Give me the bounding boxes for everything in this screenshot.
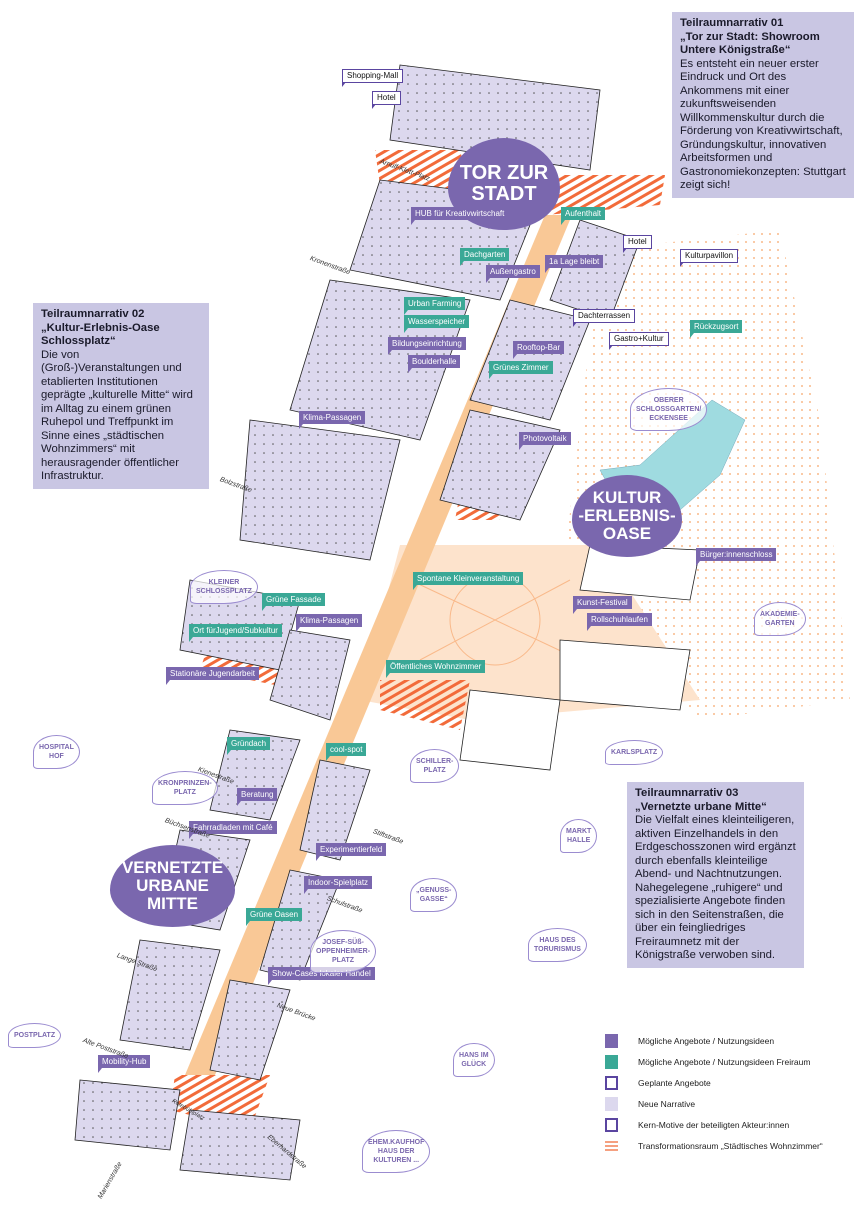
place-bubble: OBERER SCHLOSSGARTEN/ ECKENSEE <box>630 388 708 431</box>
idea-label[interactable]: Außengastro <box>486 265 540 283</box>
place-bubble: KLEINER SCHLOSSPLATZ <box>190 570 258 604</box>
open-space-label[interactable]: Urban Farming <box>404 297 466 315</box>
narrative-box-01: Teilraumnarrativ 01 „Tor zur Stadt: Show… <box>672 12 854 198</box>
open-space-label[interactable]: Wasserspeicher <box>404 315 470 333</box>
place-bubble: KRONPRINZEN- PLATZ <box>152 771 218 805</box>
idea-label[interactable]: Rooftop-Bar <box>513 341 565 359</box>
legend-item: Kern-Motive der beteiligten Akteur:innen <box>605 1114 823 1135</box>
narrative-subtitle: „Tor zur Stadt: Showroom Untere Königstr… <box>680 30 820 57</box>
place-bubble: JOSEF-SÜß- OPPENHEIMER- PLATZ <box>310 930 377 973</box>
place-bubble: AKADEMIE- GARTEN <box>754 602 806 636</box>
idea-label[interactable]: Stationäre Jugendarbeit <box>166 667 259 685</box>
narrative-text: Es entsteht ein neuer erster Eindruck un… <box>680 57 846 192</box>
narrative-text: Die von (Groß-)Veranstaltungen und etabl… <box>41 348 193 483</box>
narrative-subtitle: „Kultur-Erlebnis-Oase Schlossplatz“ <box>41 321 160 348</box>
idea-label[interactable]: Fahrradladen mit Café <box>189 821 277 839</box>
idea-label[interactable]: Klima-Passagen <box>299 411 366 429</box>
outline-square-icon <box>605 1117 618 1132</box>
place-bubble: SCHILLER- PLATZ <box>410 749 460 783</box>
legend-label: Mögliche Angebote / Nutzungsideen <box>638 1035 775 1046</box>
place-bubble: MARKT HALLE <box>560 819 598 853</box>
legend-label: Transformationsraum „Städtisches Wohnzim… <box>638 1140 823 1151</box>
legend-item: Transformationsraum „Städtisches Wohnzim… <box>605 1135 823 1156</box>
planned-label[interactable]: Hotel <box>623 235 652 253</box>
open-space-label[interactable]: Rückzugsort <box>690 320 743 338</box>
planned-label[interactable]: Gastro+Kultur <box>609 332 669 350</box>
idea-label[interactable]: Mobility-Hub <box>98 1055 151 1073</box>
legend-label: Neue Narrative <box>638 1098 696 1109</box>
legend-item: Neue Narrative <box>605 1093 823 1114</box>
place-bubble: EHEM.KAUFHOF HAUS DER KULTUREN ... <box>362 1130 431 1173</box>
idea-label[interactable]: Kunst-Festival <box>573 596 632 614</box>
idea-label[interactable]: HUB für Kreativwirtschaft <box>411 207 509 225</box>
place-bubble: KARLSPLATZ <box>605 740 664 765</box>
legend-item: Mögliche Angebote / Nutzungsideen <box>605 1030 823 1051</box>
purple-flag-icon <box>605 1033 618 1048</box>
legend-label: Geplante Angebote <box>638 1077 711 1088</box>
legend-item: Geplante Angebote <box>605 1072 823 1093</box>
place-bubble: HAUS DES TORURISMUS <box>528 928 587 962</box>
open-space-label[interactable]: Grüne Fassade <box>262 593 326 611</box>
narrative-title: Teilraumnarrativ 02 <box>41 308 145 320</box>
narrative-text: Die Vielfalt eines kleinteiligeren, akti… <box>635 814 796 961</box>
core-motif-kultur-erlebnis-oase: KULTUR -ERLEBNIS- OASE <box>572 475 682 557</box>
planned-label[interactable]: Shopping-Mall <box>342 69 404 87</box>
place-bubble: „GENUSS- GASSE“ <box>410 878 458 912</box>
open-space-label[interactable]: Grünes Zimmer <box>489 361 553 379</box>
legend: Mögliche Angebote / Nutzungsideen Möglic… <box>605 1030 823 1156</box>
open-space-label[interactable]: Grüne Oasen <box>246 908 303 926</box>
open-space-label[interactable]: cool-spot <box>326 743 367 761</box>
open-space-label[interactable]: Gründach <box>227 737 271 755</box>
open-space-label[interactable]: Dachgarten <box>460 248 510 266</box>
idea-label[interactable]: Bildungseinrichtung <box>388 337 466 355</box>
hatch-lines-icon <box>605 1138 618 1153</box>
place-bubble: POSTPLATZ <box>8 1023 62 1048</box>
idea-label[interactable]: Bürger:innenschloss <box>696 548 777 566</box>
lavender-square-icon <box>605 1096 618 1111</box>
idea-label[interactable]: Experimentierfeld <box>316 843 387 861</box>
idea-label[interactable]: Photovoltaik <box>519 432 571 450</box>
place-bubble: HANS IM GLÜCK <box>453 1043 495 1077</box>
open-space-label[interactable]: Ort fürJugend/Subkultur <box>189 624 282 642</box>
legend-label: Mögliche Angebote / Nutzungsideen Freira… <box>638 1056 811 1067</box>
teal-flag-icon <box>605 1054 618 1069</box>
idea-label[interactable]: Rollschuhlaufen <box>587 613 652 631</box>
idea-label[interactable]: Indoor-Spielplatz <box>304 876 373 894</box>
core-motif-vernetzte-urbane-mitte: VERNETZTE URBANE MITTE <box>110 845 235 927</box>
legend-label: Kern-Motive der beteiligten Akteur:innen <box>638 1119 790 1130</box>
open-space-label[interactable]: Aufenthalt <box>561 207 606 225</box>
open-space-label[interactable]: Öffentliches Wohnzimmer <box>386 660 486 678</box>
planned-label[interactable]: Kulturpavillon <box>680 249 739 267</box>
narrative-box-02: Teilraumnarrativ 02 „Kultur-Erlebnis-Oas… <box>33 303 209 489</box>
open-space-label[interactable]: Spontane Kleinveranstaltung <box>413 572 524 590</box>
idea-label[interactable]: Boulderhalle <box>408 355 461 373</box>
idea-label[interactable]: 1a Lage bleibt <box>545 255 604 273</box>
idea-label[interactable]: Beratung <box>237 788 278 806</box>
outline-flag-icon <box>605 1075 618 1090</box>
idea-label[interactable]: Klima-Passagen <box>296 614 363 632</box>
planned-label[interactable]: Hotel <box>372 91 401 109</box>
place-bubble: HOSPITAL HOF <box>33 735 80 769</box>
narrative-title: Teilraumnarrativ 03 <box>635 787 739 799</box>
legend-item: Mögliche Angebote / Nutzungsideen Freira… <box>605 1051 823 1072</box>
narrative-title: Teilraumnarrativ 01 <box>680 17 784 29</box>
narrative-subtitle: „Vernetzte urbane Mitte“ <box>635 800 767 813</box>
narrative-box-03: Teilraumnarrativ 03 „Vernetzte urbane Mi… <box>627 782 804 968</box>
planned-label[interactable]: Dachterrassen <box>573 309 636 327</box>
